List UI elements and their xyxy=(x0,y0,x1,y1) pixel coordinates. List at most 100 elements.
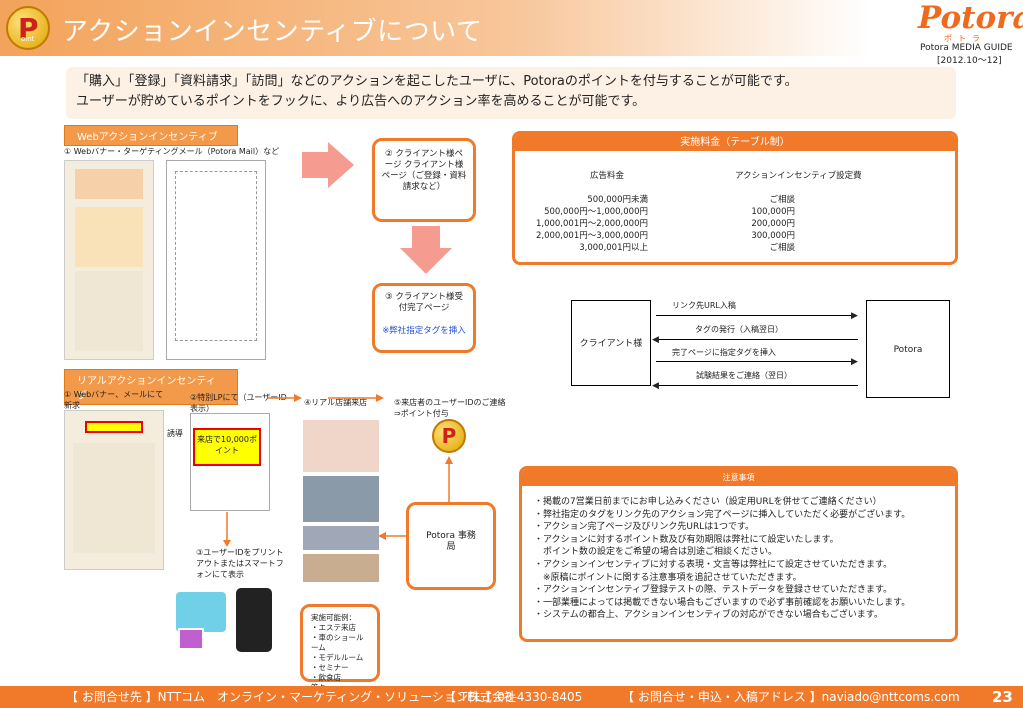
arrow-left-2 xyxy=(658,385,858,386)
example-item: ・エステ来店 xyxy=(311,623,356,632)
msg-2: タグの発行（入稿翌日） xyxy=(695,325,783,334)
note-item: ・アクションインセンティブ登録テストの際、テストデータを登録させていただきます。 xyxy=(534,585,893,596)
note-item: ・一部業種によっては掲載できない場合もございますので必ず事前確認をお願いいたしま… xyxy=(534,597,911,608)
down-arrow-icon xyxy=(223,512,231,547)
note-item: ・システムの都合上、アクションインセンティブの対応ができない場合もございます。 xyxy=(534,610,883,621)
setting-cell: 100,000円 xyxy=(751,207,795,217)
arrow-right-1 xyxy=(656,315,856,316)
office-box: Potora 事務局 xyxy=(406,502,496,590)
web-step1-text: ① Webバナー・ターゲティングメール（Potora Mail）など xyxy=(64,147,280,156)
footer-tel: 【 TEL 】03-4330-8405 xyxy=(444,690,583,704)
intro-line-1: 「購入」「登録」「資料請求」「訪問」などのアクションを起こしたユーザに、Poto… xyxy=(76,74,798,89)
building-photo xyxy=(303,554,379,582)
office-text: Potora 事務局 xyxy=(426,531,476,552)
real-step3-text: ③ユーザーIDをプリントアウトまたはスマートフォンにて表示 xyxy=(196,548,284,579)
page-title: アクションインセンティブについて xyxy=(62,17,483,47)
example-item: ・セミナー xyxy=(311,663,349,672)
setting-column: ご相談 100,000円 200,000円 300,000円 ご相談 xyxy=(715,194,795,254)
msg-1: リンク先URL入稿 xyxy=(672,301,736,310)
notes-box: 注意事項 ・掲載の7営業日前までにお申し込みください（設定用URLを併せてご連絡… xyxy=(519,466,958,642)
complete-page-box: ③ クライアント様受付完了ページ ※弊社指定タグを挿入 xyxy=(372,283,476,353)
note-item: ・弊社指定のタグをリンク先のアクション完了ページに挿入していただく必要がございま… xyxy=(534,509,911,520)
real-step2-text: ②特別LPにて（ユーザーID表示） xyxy=(190,393,287,413)
example-item: ・モデルルーム xyxy=(311,653,364,662)
setting-cell: 200,000円 xyxy=(751,219,795,229)
title-bar xyxy=(0,0,870,56)
mail-screenshot xyxy=(166,160,266,360)
fee-cell: 3,000,001円以上 xyxy=(579,243,648,253)
real-step1-text: ① Webバナー、メールにて新求 xyxy=(64,390,164,410)
up-arrow-icon xyxy=(445,456,453,504)
logo-small: oint xyxy=(21,35,35,43)
examples-title: 実施可能例： xyxy=(311,613,356,622)
note-item: ※原稿にポイントに関する注意事項を追記させていただきます。 xyxy=(534,572,802,583)
arrow-left-1 xyxy=(658,339,858,340)
real-step5-text: ⑤来店者のユーザーIDのご連絡⇒ポイント付与 xyxy=(394,398,506,418)
fee-cell: 500,000円〜1,000,000円 xyxy=(544,207,648,217)
note-item: ・アクションに対するポイント数及び有効期限は弊社にて設定いたします。 xyxy=(534,534,839,545)
fee-column: 500,000円未満 500,000円〜1,000,000円 1,000,001… xyxy=(515,194,648,254)
setting-cell: ご相談 xyxy=(769,195,795,205)
arrowhead-left-icon: ◀ xyxy=(652,381,659,391)
fee-cell: 500,000円未満 xyxy=(587,195,648,205)
showroom-photo xyxy=(303,476,379,522)
induce-label: 誘導 xyxy=(167,429,183,438)
fee-table: 実施料金（テーブル制） 広告料金 アクションインセンティブ設定費 500,000… xyxy=(512,131,958,265)
banner-screenshot xyxy=(64,160,154,360)
real-step4-text: ④リアル店舗来店 xyxy=(304,398,368,407)
footer-contact: 【 お問合せ先 】NTTコム オンライン・マーケティング・ソリューション株式会社 xyxy=(66,690,516,704)
photo-icon xyxy=(178,628,204,650)
fee-table-title: 実施料金（テーブル制） xyxy=(515,134,955,151)
fee-cell: 2,000,001円〜3,000,000円 xyxy=(535,231,648,241)
fee-cell: 1,000,001円〜2,000,000円 xyxy=(535,219,648,229)
complete-page-text: ③ クライアント様受付完了ページ xyxy=(385,292,463,313)
left-arrow-icon xyxy=(378,532,406,540)
example-item: ・車のショールーム xyxy=(311,633,364,652)
real-banner-screenshot xyxy=(64,410,164,570)
intro-box: 「購入」「登録」「資料請求」「訪問」などのアクションを起こしたユーザに、Poto… xyxy=(66,67,956,119)
note-item: ・掲載の7営業日前までにお申し込みください（設定用URLを併せてご連絡ください） xyxy=(534,497,882,507)
client-page-box: ② クライアント様ページ クライアント様ページ（ご登録・資料請求など） xyxy=(372,138,476,222)
web-section-label: Webアクションインセンティブ xyxy=(64,125,238,146)
setting-cell: ご相談 xyxy=(769,243,795,253)
client-page-text: ② クライアント様ページ クライアント様ページ（ご登録・資料請求など） xyxy=(381,149,467,192)
col-setting-header: アクションインセンティブ設定費 xyxy=(735,171,862,181)
arrow-right-2 xyxy=(656,361,856,362)
footer-mail[interactable]: 【 お問合せ・申込・入稿アドレス 】naviado@nttcoms.com xyxy=(622,690,960,704)
logo-letter: P xyxy=(18,12,39,45)
tag-note: ※弊社指定タグを挿入 xyxy=(382,326,466,336)
down-arrow-icon xyxy=(400,226,452,274)
note-item: ・アクション完了ページ及びリンク先URLは1つです。 xyxy=(534,522,755,533)
notes-list: ・掲載の7営業日前までにお申し込みください（設定用URLを併せてご連絡ください）… xyxy=(522,486,955,622)
client-node: クライアント様 xyxy=(571,300,651,386)
real-section-label: リアルアクションインセンティブ xyxy=(64,369,238,405)
smartphone-icon xyxy=(236,588,272,652)
period-label: [2012.10〜12] xyxy=(937,56,1002,66)
printer-icon xyxy=(176,592,226,632)
right-arrow-icon xyxy=(302,142,354,188)
msg-4: 試験結果をご連絡（翌日） xyxy=(696,371,792,380)
brand-kana: ポトラ xyxy=(944,34,986,43)
intro-line-2: ユーザーが貯めているポイントをフックに、より広告へのアクション率を高めることが可… xyxy=(76,94,646,109)
model-room-photo xyxy=(303,526,379,550)
coupon-box: 来店で10,000ポイント xyxy=(193,428,261,466)
arrowhead-left-icon: ◀ xyxy=(652,335,659,345)
right-arrow-icon xyxy=(268,394,384,402)
examples-box: 実施可能例： ・エステ来店 ・車のショールーム ・モデルルーム ・セミナー ・飲… xyxy=(300,604,380,692)
notes-title: 注意事項 xyxy=(522,469,955,486)
msg-3: 完了ページに指定タグを挿入 xyxy=(672,348,776,357)
media-guide-label: Potora MEDIA GUIDE xyxy=(920,43,1013,53)
arrowhead-right-icon: ▶ xyxy=(851,357,858,367)
point-coin-icon: P xyxy=(432,419,466,453)
potora-node: Potora xyxy=(866,300,950,398)
footer-bar: 【 お問合せ先 】NTTコム オンライン・マーケティング・ソリューション株式会社… xyxy=(0,686,1023,708)
col-fee-header: 広告料金 xyxy=(590,171,625,181)
point-logo-icon: P oint xyxy=(6,6,50,50)
page-number: 23 xyxy=(992,688,1013,706)
note-item: ・アクションインセンティブに対する表現・文言等は弊社にて設定させていただきます。 xyxy=(534,559,893,570)
brand-logo: Potora xyxy=(918,0,1023,36)
massage-photo xyxy=(303,420,379,472)
note-item: ポイント数の設定をご希望の場合は別途ご相談ください。 xyxy=(534,547,778,558)
setting-cell: 300,000円 xyxy=(751,231,795,241)
arrowhead-right-icon: ▶ xyxy=(851,311,858,321)
